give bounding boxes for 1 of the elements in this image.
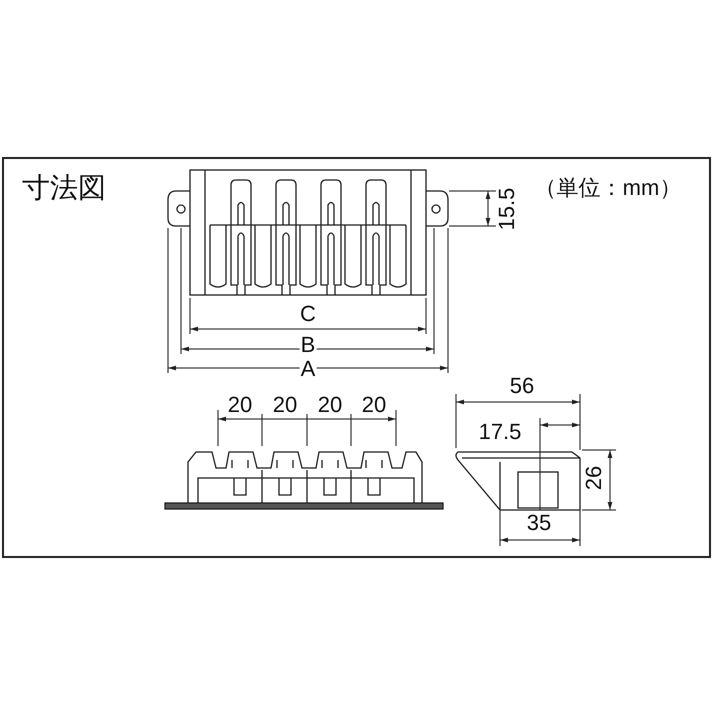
title: 寸法図	[22, 174, 106, 202]
